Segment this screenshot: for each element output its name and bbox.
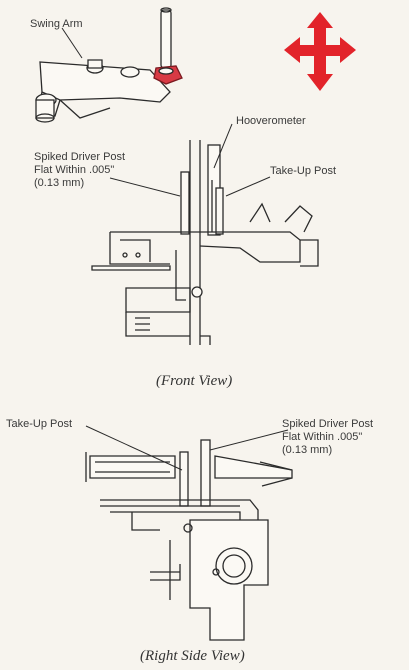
side-spiked-driver-post-label-line1: Spiked Driver Post bbox=[282, 418, 374, 430]
front-view-drawing bbox=[91, 140, 319, 345]
front-spiked-driver-post-label-line3: (0.13 mm) bbox=[34, 177, 85, 189]
side-view-caption: (Right Side View) bbox=[140, 648, 245, 664]
swing-arm-label: Swing Arm bbox=[30, 18, 83, 30]
front-spiked-driver-post-label-line2: Flat Within .005" bbox=[34, 164, 115, 176]
side-take-up-post-label: Take-Up Post bbox=[6, 418, 73, 430]
hooverometer-label: Hooverometer bbox=[236, 115, 306, 127]
red-arrow-badge-icon bbox=[284, 12, 356, 91]
side-spiked-driver-post-label-line3: (0.13 mm) bbox=[282, 444, 333, 456]
front-take-up-post-label: Take-Up Post bbox=[270, 165, 337, 177]
front-spiked-driver-post-label-line1: Spiked Driver Post bbox=[34, 151, 126, 163]
swing-arm-drawing bbox=[35, 7, 183, 123]
side-view-drawing bbox=[85, 439, 293, 641]
front-view-caption: (Front View) bbox=[156, 373, 233, 389]
side-spiked-driver-post-label-line2: Flat Within .005" bbox=[282, 431, 363, 443]
